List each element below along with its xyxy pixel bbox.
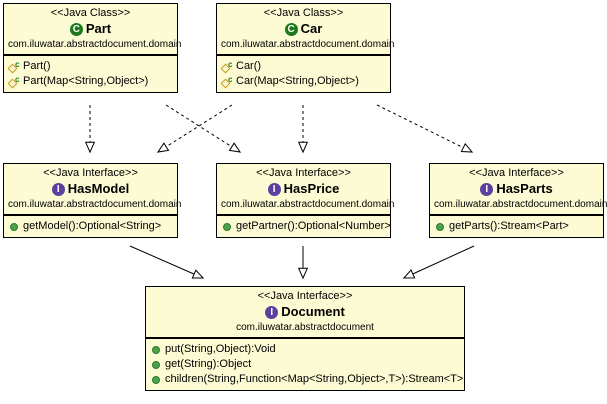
member-label: put(String,Object):Void [165, 343, 276, 355]
member-label: getParts():Stream<Part> [449, 220, 569, 232]
member-label: children(String,Function<Map<String,Obje… [165, 373, 464, 385]
interface-header-hasprice: <<Java Interface>> I HasPrice com.iluwat… [217, 164, 395, 215]
interface-node-hasmodel[interactable]: <<Java Interface>> I HasModel com.iluwat… [3, 163, 182, 238]
class-name-row: C Car [221, 21, 386, 37]
interface-node-hasparts[interactable]: <<Java Interface>> I HasParts com.iluwat… [429, 163, 607, 238]
member-label: get(String):Object [165, 358, 252, 370]
interface-icon: I [267, 182, 281, 196]
stereotype-label: <<Java Interface>> [257, 290, 353, 302]
package-label: com.iluwatar.abstractdocument [236, 322, 374, 333]
edge-hasmodel-document [129, 245, 203, 278]
interface-icon: I [480, 182, 494, 196]
interface-header-hasparts: <<Java Interface>> I HasParts com.iluwat… [430, 164, 607, 215]
package-label: com.iluwatar.abstractdocument.domain [221, 39, 395, 50]
member-row[interactable]: getParts():Stream<Part> [433, 219, 601, 234]
class-node-car[interactable]: <<Java Class>> C Car com.iluwatar.abstra… [216, 3, 395, 93]
stereotype-label: <<Java Interface>> [43, 167, 138, 179]
interface-name: Document [281, 304, 345, 319]
constructor-icon: c [7, 60, 20, 73]
member-row[interactable]: put(String,Object):Void [149, 342, 462, 357]
stereotype-label: <<Java Class>> [50, 7, 131, 19]
constructor-icon: c [220, 75, 233, 88]
interface-icon: I [51, 182, 65, 196]
package-label: com.iluwatar.abstractdocument.domain [434, 199, 607, 210]
package-label: com.iluwatar.abstractdocument.domain [221, 199, 395, 210]
edge-car-hasparts [376, 104, 472, 152]
edge-hasparts-document [404, 245, 475, 278]
member-label: Car() [236, 60, 262, 72]
package-label: com.iluwatar.abstractdocument.domain [8, 199, 182, 210]
package-label: com.iluwatar.abstractdocument.domain [8, 39, 182, 50]
method-icon [152, 360, 160, 369]
class-header-car: <<Java Class>> C Car com.iluwatar.abstra… [217, 4, 395, 55]
member-label: getPartner():Optional<Number> [236, 220, 391, 232]
member-row[interactable]: children(String,Function<Map<String,Obje… [149, 372, 464, 387]
method-icon [223, 222, 231, 231]
class-header-part: <<Java Class>> C Part com.iluwatar.abstr… [4, 4, 182, 55]
member-list-part: c Part() c Part(Map<String,Object>) [4, 55, 177, 92]
interface-header-document: <<Java Interface>> I Document com.iluwat… [146, 287, 464, 338]
member-row[interactable]: c Part(Map<String,Object>) [7, 74, 175, 89]
interface-name-row: I HasPrice [221, 181, 386, 197]
member-list-document: put(String,Object):Void get(String):Obje… [146, 338, 464, 390]
interface-node-document[interactable]: <<Java Interface>> I Document com.iluwat… [145, 286, 465, 391]
member-row[interactable]: getPartner():Optional<Number> [220, 219, 391, 234]
edge-part-hasprice [165, 104, 240, 152]
member-row[interactable]: c Part() [7, 59, 175, 74]
edge-car-hasmodel [158, 104, 233, 152]
member-list-hasmodel: getModel():Optional<String> [4, 215, 177, 237]
member-label: Car(Map<String,Object>) [236, 75, 359, 87]
class-node-part[interactable]: <<Java Class>> C Part com.iluwatar.abstr… [3, 3, 182, 93]
stereotype-label: <<Java Interface>> [256, 167, 351, 179]
member-list-car: c Car() c Car(Map<String,Object>) [217, 55, 390, 92]
interface-name: HasParts [496, 181, 553, 196]
member-row[interactable]: get(String):Object [149, 357, 462, 372]
interface-name-row: I HasParts [434, 181, 599, 197]
class-name-row: C Part [8, 21, 173, 37]
class-name: Car [300, 21, 323, 36]
method-icon [152, 345, 160, 354]
constructor-icon: c [220, 60, 233, 73]
member-label: getModel():Optional<String> [23, 220, 162, 232]
member-list-hasparts: getParts():Stream<Part> [430, 215, 603, 237]
interface-name-row: I HasModel [8, 181, 173, 197]
stereotype-label: <<Java Interface>> [469, 167, 564, 179]
interface-name: HasModel [67, 181, 130, 196]
stereotype-label: <<Java Class>> [263, 7, 344, 19]
interface-name-row: I Document [150, 304, 460, 320]
member-list-hasprice: getPartner():Optional<Number> [217, 215, 391, 237]
interface-icon: I [265, 305, 279, 319]
member-label: Part(Map<String,Object>) [23, 75, 149, 87]
method-icon [152, 375, 160, 384]
member-label: Part() [23, 60, 51, 72]
interface-header-hasmodel: <<Java Interface>> I HasModel com.iluwat… [4, 164, 182, 215]
interface-name: HasPrice [283, 181, 340, 196]
member-row[interactable]: c Car(Map<String,Object>) [220, 74, 388, 89]
method-icon [436, 222, 444, 231]
class-icon: C [69, 22, 83, 36]
member-row[interactable]: getModel():Optional<String> [7, 219, 175, 234]
method-icon [10, 222, 18, 231]
class-name: Part [85, 21, 112, 36]
class-icon: C [284, 22, 298, 36]
interface-node-hasprice[interactable]: <<Java Interface>> I HasPrice com.iluwat… [216, 163, 395, 238]
member-row[interactable]: c Car() [220, 59, 388, 74]
constructor-icon: c [7, 75, 20, 88]
